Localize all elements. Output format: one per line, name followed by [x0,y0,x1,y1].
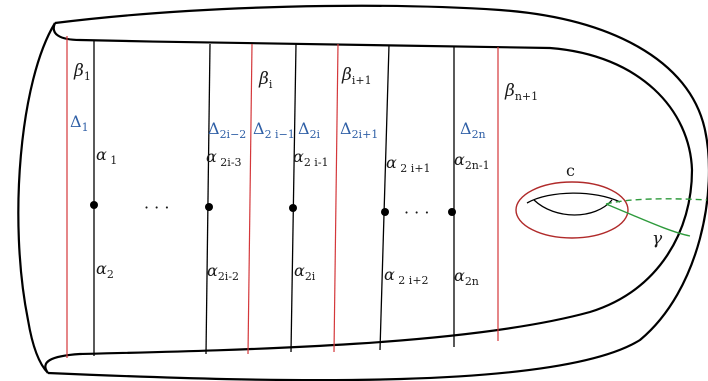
beta-i1-label: βi+1 [341,65,372,87]
c-label: c [566,161,575,180]
beta-n1-label: βn+1 [504,81,538,103]
alpha-1-label: α 1 [96,145,117,167]
alpha-2i-2-label: α 2 i+2 [384,265,429,287]
delta-2i2-label: Δ2i−2 [208,119,246,141]
intersection-dot-2 [205,203,213,211]
beta-curve-i [247,43,253,355]
alpha-2n-label: α2n [454,266,479,288]
handle-lower-arc [533,199,613,216]
dots-left: · · · [144,198,169,217]
surface-left-back-edge [17,22,56,374]
alpha-2i-1-label: α2 i-1 [293,147,329,169]
gamma-curve-back [605,198,708,205]
gamma-label: γ [652,229,663,249]
gamma-curve-front [605,203,691,237]
surface-top-fold [44,22,694,374]
alpha-curve-2i [205,43,211,355]
alpha-2-label: α2 [96,259,114,281]
delta-2n-label: Δ2n [460,119,486,141]
alpha-curve-2i-1 [290,43,297,353]
delta-2i1-label: Δ2i+1 [340,119,378,141]
beta-1-label: β1 [73,61,91,83]
alpha-curve-2i1 [379,44,390,351]
alpha-2i-label: α2i [294,261,316,283]
alpha-2n1-label: α2n-1 [454,150,490,172]
alpha-2i1-label: α 2 i+1 [386,153,431,175]
handle-upper-arc [526,192,621,204]
alpha-2i3-label: α 2i-3 [206,147,242,169]
beta-curve-i1 [333,43,339,353]
intersection-dot-4 [381,208,389,216]
intersection-dot-3 [289,204,297,212]
beta-i-label: βi [258,69,273,91]
dots-right: · · · [404,203,429,222]
c-curve [515,181,629,239]
intersection-dot-5 [448,208,456,216]
delta-2i-1-label: Δ2 i−1 [253,119,295,141]
delta-2i-label: Δ2i [298,119,321,141]
surface-outer-boundary [47,4,708,381]
delta-1-label: Δ1 [70,112,89,134]
intersection-dot-1 [90,201,98,209]
alpha-2i2-label: α2i-2 [207,261,239,283]
